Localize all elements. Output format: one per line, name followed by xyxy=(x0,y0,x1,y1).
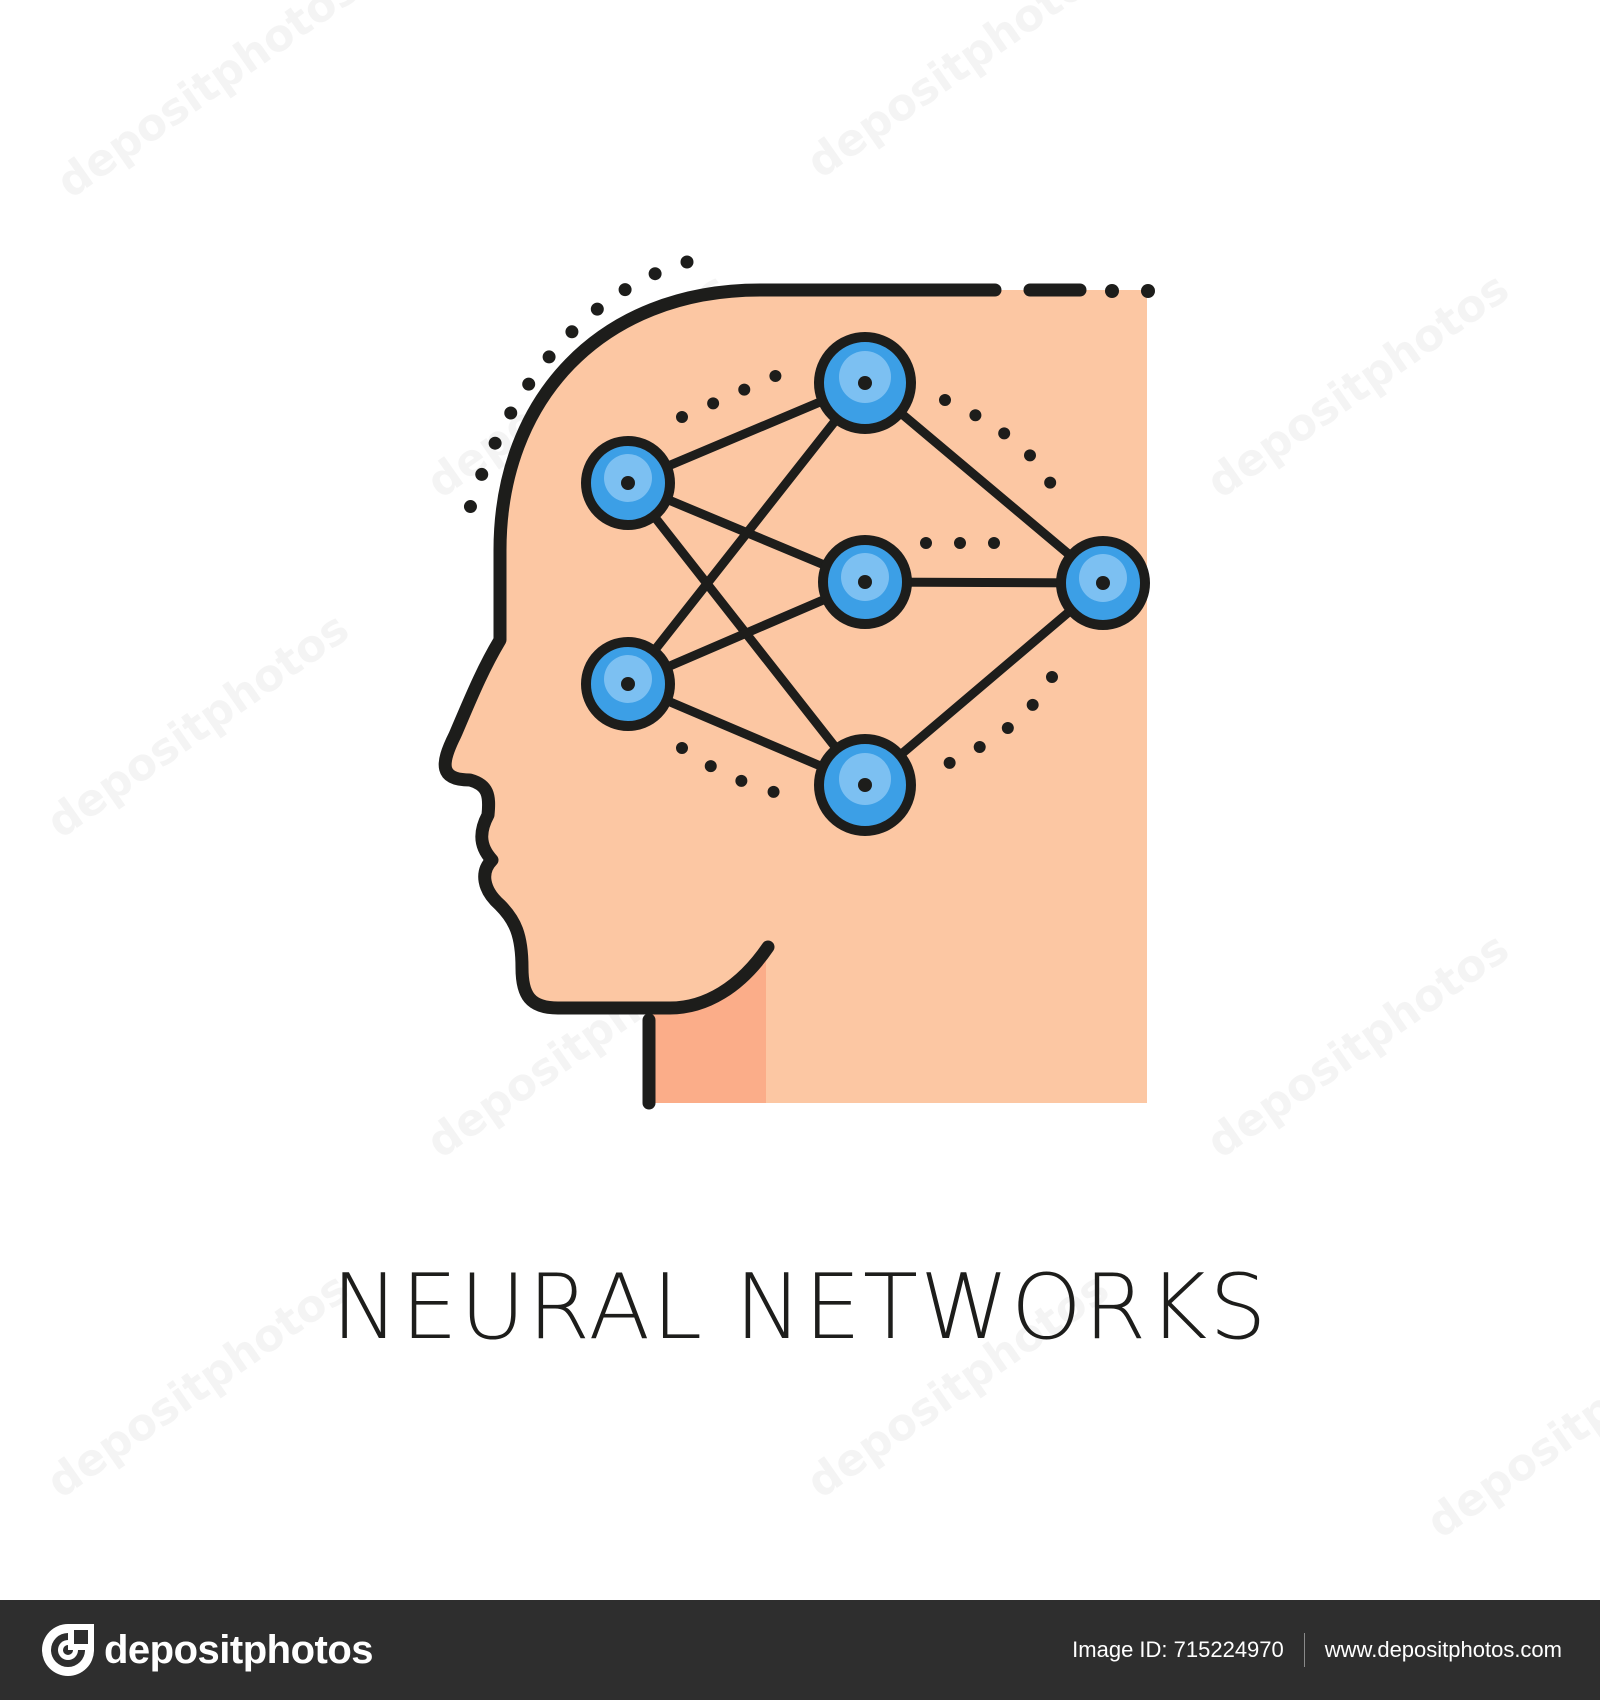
neck-shade xyxy=(650,960,766,1103)
head-aura-dots xyxy=(463,255,694,515)
network-edge xyxy=(860,578,1108,790)
network-nodes xyxy=(581,332,1150,836)
network-node xyxy=(818,535,912,629)
network-node xyxy=(814,332,916,434)
network-node xyxy=(1056,536,1150,630)
head-top-dot xyxy=(1105,284,1119,298)
caption-title: NEURAL NETWORKS xyxy=(331,1255,1269,1360)
network-node xyxy=(581,637,675,731)
network-node xyxy=(814,734,916,836)
footer-brand-name: depositphotos xyxy=(104,1627,374,1672)
dotted-arc xyxy=(939,394,1061,499)
footer-info: Image ID: 715224970 www.depositphotos.co… xyxy=(1072,1600,1562,1700)
network-dotted-arcs xyxy=(676,368,1061,799)
head-outline xyxy=(438,283,1002,1110)
head-top-dot xyxy=(1141,284,1155,298)
image-id-label: Image ID: 715224970 xyxy=(1072,1637,1284,1662)
footer-logo[interactable]: depositphotos xyxy=(40,1622,374,1678)
depositphotos-logo-icon xyxy=(42,1624,94,1676)
network-edge xyxy=(623,378,870,689)
network-node xyxy=(581,436,675,530)
neural-network-head-icon xyxy=(438,255,1155,1110)
head-illustration xyxy=(438,255,1155,1110)
website-link[interactable]: www.depositphotos.com xyxy=(1324,1637,1562,1662)
footer-bar: depositphotos Image ID: 715224970 www.de… xyxy=(0,1600,1600,1700)
footer-divider xyxy=(1303,1633,1305,1667)
network-edge xyxy=(860,378,1108,588)
